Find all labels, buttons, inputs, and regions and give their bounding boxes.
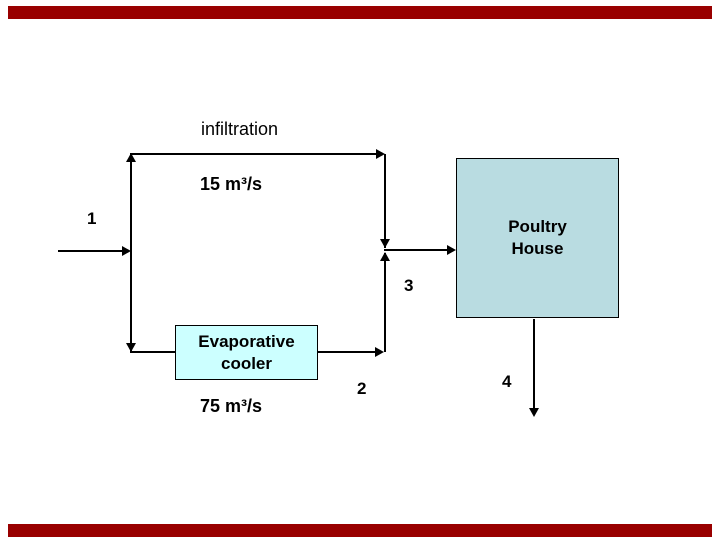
top-flow-rate-label: 15 m³/s xyxy=(200,174,263,194)
bottom-accent-bar xyxy=(8,524,712,537)
outlet-arrowhead-icon xyxy=(529,408,539,417)
stream-1-label: 1 xyxy=(87,209,97,228)
mixed-stream-line xyxy=(384,249,447,251)
left-duct-up-arrowhead-icon xyxy=(126,153,136,162)
infiltration-label: infiltration xyxy=(201,119,279,139)
evaporative-cooler-box: Evaporative cooler xyxy=(175,325,318,380)
infiltration-arrowhead-icon xyxy=(376,149,385,159)
junction-down-arrowhead-icon xyxy=(380,239,390,248)
infiltration-duct-line xyxy=(130,153,376,155)
stream-4-label: 4 xyxy=(502,372,512,391)
evaporative-cooler-label-line1: Evaporative xyxy=(198,331,295,351)
cooler-outlet-line xyxy=(318,351,375,353)
evaporative-cooler-label-line2: cooler xyxy=(220,353,273,373)
inlet-arrowhead-icon xyxy=(122,246,131,256)
stream-2-label: 2 xyxy=(357,379,367,398)
left-duct-down-arrowhead-icon xyxy=(126,343,136,352)
junction-up-arrowhead-icon xyxy=(380,252,390,261)
inlet-stream-line xyxy=(58,250,122,252)
poultry-house-label-line1: Poultry xyxy=(508,217,567,236)
bottom-flow-rate-label: 75 m³/s xyxy=(200,396,263,416)
right-duct-upper-line xyxy=(384,154,386,248)
right-duct-lower-line xyxy=(384,253,386,352)
left-duct-line xyxy=(130,154,132,352)
poultry-house-box: Poultry House xyxy=(456,158,619,318)
top-accent-bar xyxy=(8,6,712,19)
cooler-inlet-line xyxy=(130,351,175,353)
stream-3-label: 3 xyxy=(404,276,414,295)
poultry-house-label-line2: House xyxy=(511,239,564,258)
cooler-outlet-arrowhead-icon xyxy=(375,347,384,357)
outlet-stream-line xyxy=(533,319,535,408)
poultry-inlet-arrowhead-icon xyxy=(447,245,456,255)
